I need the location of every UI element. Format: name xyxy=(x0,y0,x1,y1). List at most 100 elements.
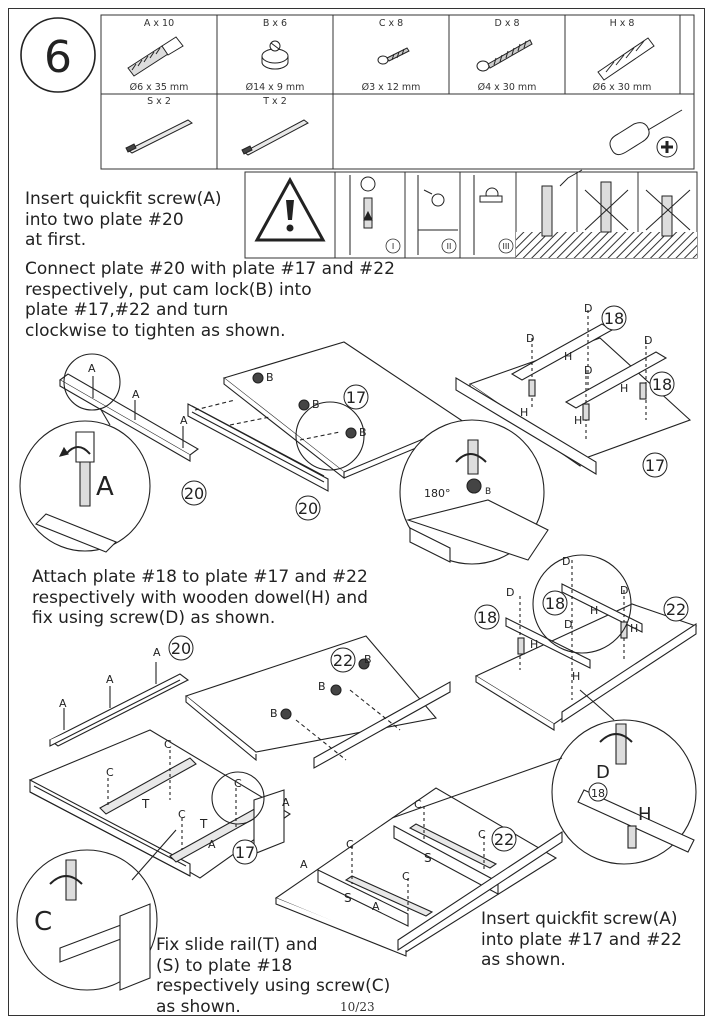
label-c-6: C xyxy=(346,838,354,851)
label-d-zoom: D xyxy=(596,762,610,783)
screwdriver-icon xyxy=(609,109,683,158)
quickfit-step-drawings xyxy=(349,169,697,258)
hardware-h-size: Ø6 x 30 mm xyxy=(593,82,652,93)
label-c-8: C xyxy=(402,870,410,883)
label-a-5: A xyxy=(106,673,114,686)
hardware-a-size: Ø6 x 35 mm xyxy=(130,82,189,93)
instruction-attach-plate18: Attach plate #18 to plate #17 and #22 re… xyxy=(32,567,368,628)
label-d-5: D xyxy=(506,586,514,599)
label-b-6: B xyxy=(270,707,278,720)
plate-20-label-c: 20 xyxy=(171,639,191,658)
label-a-7: A xyxy=(282,796,290,809)
label-d-3: D xyxy=(644,334,652,347)
label-t-2: T xyxy=(199,817,208,831)
quickfit-step-2-label: II xyxy=(447,242,452,251)
hardware-t-label: T x 2 xyxy=(262,96,287,107)
hardware-table xyxy=(100,14,695,170)
label-b-5: B xyxy=(318,680,326,693)
page-number: 10/23 xyxy=(340,1000,375,1014)
plate-22-label-b: 22 xyxy=(666,600,686,619)
plate-20-label-b: 20 xyxy=(298,499,318,518)
label-a-8: A xyxy=(208,838,216,851)
label-c-large: C xyxy=(34,907,52,937)
label-b-1: B xyxy=(266,371,274,384)
label-h-8: H xyxy=(630,622,638,635)
hardware-c-label: C x 8 xyxy=(379,18,403,29)
part-labels: A A A A B B B 180° B 20 20 17 18 18 17 D… xyxy=(34,302,689,937)
section2-drawing xyxy=(48,554,698,865)
hardware-labels: A x 10 B x 6 C x 8 D x 8 H x 8 Ø6 x 35 m… xyxy=(130,18,652,107)
label-s-1: S xyxy=(424,851,432,865)
hardware-d-size: Ø4 x 30 mm xyxy=(478,82,537,93)
label-h-5: H xyxy=(530,638,538,651)
label-180-degree: 180° xyxy=(424,487,451,500)
label-h-4: H xyxy=(574,414,582,427)
plate-20-label-a: 20 xyxy=(184,484,204,503)
label-a-10: A xyxy=(372,900,380,913)
hardware-b-size: Ø14 x 9 mm xyxy=(246,82,305,93)
step-number: 6 xyxy=(44,32,72,83)
label-d-6: D xyxy=(562,555,570,568)
section1-drawing xyxy=(19,310,692,565)
label-a-4: A xyxy=(153,646,161,659)
label-b-zoom: B xyxy=(485,487,491,497)
label-h-zoom: H xyxy=(638,804,652,825)
cam-lock-icon xyxy=(261,40,289,70)
warning-icon xyxy=(254,176,326,242)
label-a-large: A xyxy=(96,472,114,502)
label-a-2: A xyxy=(132,388,140,401)
label-h-6: H xyxy=(590,604,598,617)
step-number-circle xyxy=(20,17,96,93)
plate-22-label-a: 22 xyxy=(333,651,353,670)
label-c-5: C xyxy=(414,798,422,811)
plate-22-label-c: 22 xyxy=(494,830,514,849)
page-frame xyxy=(8,8,705,1016)
hardware-b-label: B x 6 xyxy=(263,18,287,29)
label-c-7: C xyxy=(478,828,486,841)
label-c-3: C xyxy=(178,808,186,821)
wooden-dowel-icon xyxy=(597,37,655,81)
plate-17-label-a: 17 xyxy=(346,388,366,407)
label-b-3: B xyxy=(359,426,367,439)
hardware-a-label: A x 10 xyxy=(144,18,174,29)
instruction-connect-plate: Connect plate #20 with plate #17 and #22… xyxy=(25,259,395,341)
label-d-8: D xyxy=(564,618,572,631)
small-screw-icon xyxy=(377,47,410,65)
quickfit-step-labels: I II III xyxy=(385,238,514,254)
quickfit-step-3-label: III xyxy=(502,242,509,251)
label-c-4: C xyxy=(234,777,242,790)
hardware-d-label: D x 8 xyxy=(494,18,519,29)
label-h-2: H xyxy=(564,350,572,363)
dowel-screw-icon xyxy=(127,36,184,77)
label-a-6: A xyxy=(59,697,67,710)
quickfit-step-1-label: I xyxy=(392,242,394,251)
label-t-1: T xyxy=(141,797,150,811)
slide-rail-icon xyxy=(125,119,309,156)
plate-18-label-a: 18 xyxy=(604,309,624,328)
label-c-2: C xyxy=(106,766,114,779)
label-d-2: D xyxy=(584,302,592,315)
label-a-9: A xyxy=(300,858,308,871)
label-s-2: S xyxy=(344,891,352,905)
instruction-insert-a-first: Insert quickfit screw(A) into two plate … xyxy=(25,189,222,250)
label-d-1: D xyxy=(526,332,534,345)
plate-18-label-b: 18 xyxy=(652,375,672,394)
label-h-3: H xyxy=(620,382,628,395)
instruction-insert-a-17-22: Insert quickfit screw(A) into plate #17 … xyxy=(481,909,682,970)
hardware-c-size: Ø3 x 12 mm xyxy=(362,82,421,93)
label-d-4: D xyxy=(584,364,592,377)
plate-18-label-d: 18 xyxy=(545,594,565,613)
label-a-3: A xyxy=(180,414,188,427)
long-screw-icon xyxy=(476,39,533,72)
label-b-2: B xyxy=(312,398,320,411)
plate-17-label-b: 17 xyxy=(645,456,665,475)
label-h-1: H xyxy=(520,406,528,419)
section3-drawing xyxy=(16,729,563,991)
plate-17-label-c: 17 xyxy=(235,843,255,862)
plate-18-label-zoom: 18 xyxy=(591,787,605,800)
hardware-h-label: H x 8 xyxy=(610,18,635,29)
label-c-1: C xyxy=(164,738,172,751)
label-h-7: H xyxy=(572,670,580,683)
instruction-fix-slide-rail: Fix slide rail(T) and (S) to plate #18 r… xyxy=(156,935,391,1017)
